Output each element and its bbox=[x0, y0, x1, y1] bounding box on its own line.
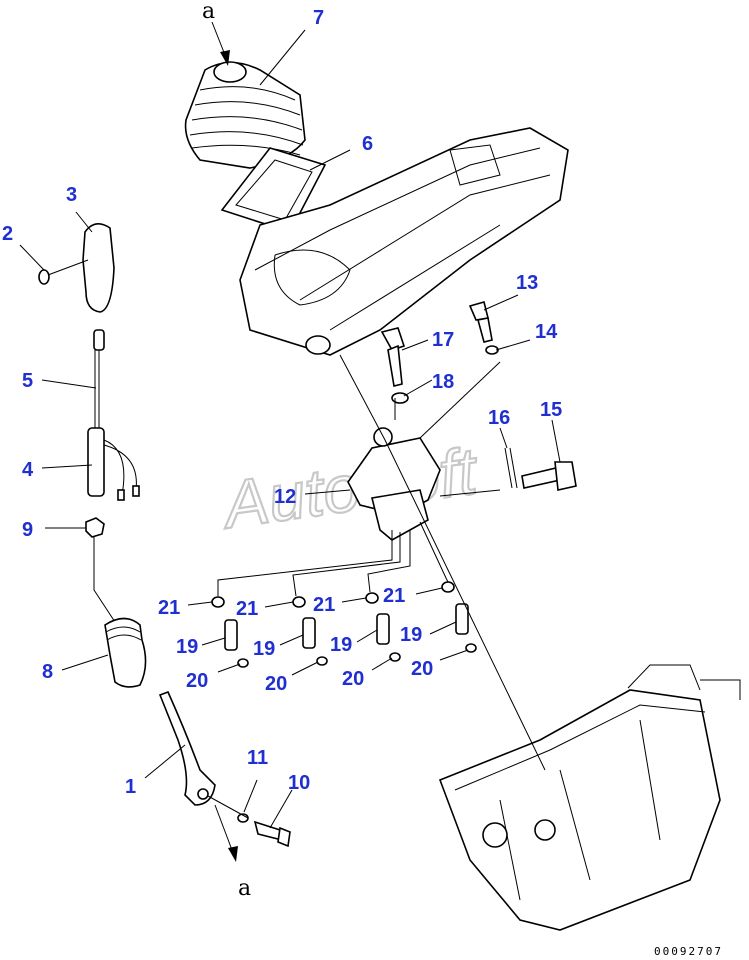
callout-4: 4 bbox=[22, 459, 34, 481]
callout-5: 5 bbox=[22, 370, 33, 392]
part-10-bolt bbox=[253, 820, 291, 848]
callout-15: 15 bbox=[540, 399, 562, 421]
callout-9: 9 bbox=[22, 519, 33, 541]
part-2-screw bbox=[38, 259, 89, 285]
callout-21: 21 bbox=[158, 597, 180, 619]
callout-21: 21 bbox=[383, 585, 405, 607]
console-frame bbox=[438, 664, 741, 931]
part-13-bolt bbox=[468, 301, 493, 343]
callout-leader-lines bbox=[19, 29, 561, 829]
part-19-sensor bbox=[302, 617, 316, 649]
callout-20: 20 bbox=[186, 670, 208, 692]
part-19-sensor bbox=[224, 619, 238, 651]
part-21-plug bbox=[365, 592, 379, 604]
part-15-bolt bbox=[521, 461, 577, 491]
callout-10: 10 bbox=[288, 772, 310, 794]
part-19-sensor-group bbox=[224, 603, 469, 651]
part-20-washer bbox=[389, 652, 401, 662]
callout-8: 8 bbox=[42, 661, 53, 683]
part-21-plug bbox=[211, 596, 225, 608]
callout-17: 17 bbox=[432, 329, 454, 351]
callout-1: 1 bbox=[125, 776, 136, 798]
assembly-line-main bbox=[339, 354, 546, 771]
callout-2: 2 bbox=[2, 223, 13, 245]
part-7-boot bbox=[184, 61, 306, 169]
callout-19: 19 bbox=[253, 638, 275, 660]
part-19-sensor bbox=[455, 603, 469, 635]
callout-19: 19 bbox=[176, 636, 198, 658]
part-16-pin bbox=[504, 447, 518, 489]
callout-20: 20 bbox=[265, 673, 287, 695]
callout-14: 14 bbox=[535, 321, 558, 343]
part-20-washer bbox=[316, 656, 328, 666]
part-5-harness bbox=[93, 329, 105, 430]
callout-18: 18 bbox=[432, 371, 454, 393]
plug-leader-lines bbox=[217, 521, 449, 597]
assembly-line-13 bbox=[419, 361, 501, 439]
lever-bolt-line bbox=[207, 795, 249, 819]
part-21-plug bbox=[441, 581, 455, 593]
part-4-switch bbox=[87, 427, 140, 501]
callout-6: 6 bbox=[362, 133, 373, 155]
callout-3: 3 bbox=[66, 184, 77, 206]
callout-20: 20 bbox=[411, 658, 433, 680]
callout-20: 20 bbox=[342, 668, 364, 690]
part-17-bolt bbox=[380, 327, 406, 387]
callout-13: 13 bbox=[516, 272, 538, 294]
part-21-plug bbox=[292, 596, 306, 608]
callout-19: 19 bbox=[400, 624, 422, 646]
callout-21: 21 bbox=[313, 594, 335, 616]
callout-7: 7 bbox=[313, 7, 324, 29]
reference-mark-a-bottom: a bbox=[238, 876, 251, 901]
part-20-washer-group bbox=[237, 643, 477, 668]
part-20-washer bbox=[237, 658, 249, 668]
part-3-knob bbox=[82, 223, 115, 313]
part-18-washer bbox=[391, 392, 409, 404]
ref-a-upper-arrowhead bbox=[220, 50, 230, 66]
callout-12: 12 bbox=[274, 486, 296, 508]
callout-19: 19 bbox=[330, 634, 352, 656]
part-8-boot bbox=[104, 617, 147, 688]
ref-a-lower-arrow-line bbox=[214, 804, 233, 851]
part-19-sensor bbox=[376, 613, 390, 645]
callout-21: 21 bbox=[236, 598, 258, 620]
part-20-washer bbox=[465, 643, 477, 653]
document-number: 00092707 bbox=[654, 945, 723, 958]
callout-16: 16 bbox=[488, 407, 510, 429]
assembly-line-15 bbox=[439, 489, 501, 497]
ref-a-lower-arrowhead bbox=[228, 846, 238, 862]
part-9-nut bbox=[85, 517, 116, 623]
watermark: AutoSoft bbox=[216, 433, 484, 542]
console-cover bbox=[239, 127, 569, 356]
callout-11: 11 bbox=[247, 747, 268, 769]
reference-mark-a-top: a bbox=[202, 0, 215, 24]
part-14-washer bbox=[485, 345, 499, 355]
part-1-lever bbox=[158, 690, 216, 806]
ref-a-upper-arrow-line bbox=[211, 21, 226, 56]
